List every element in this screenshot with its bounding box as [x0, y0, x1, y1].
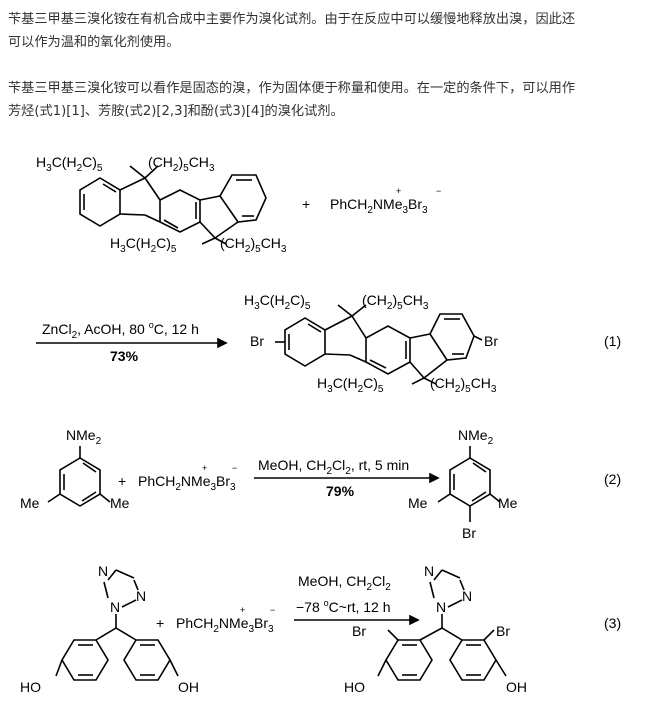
scheme-2: NMe2 Me Me + PhCH2NMe3Br3 + − MeOH, CH2C… [20, 427, 621, 541]
scheme3-reagent: PhCH2NMe3Br3 + − [176, 605, 275, 635]
product1-br-left: Br [250, 333, 264, 349]
reactant1-substituent-bottom-left: H3C(H2C)5 [110, 235, 177, 255]
scheme3-conditions-line1: MeOH, CH2Cl2 [298, 573, 391, 593]
eq-label-3: (3) [604, 615, 621, 631]
scheme-1: H3C(H2C)5 (CH2)5CH3 H3C(H2C)5 (CH2)5CH3 [36, 154, 621, 395]
scheme2-yield: 79% [326, 483, 355, 499]
product1-skeleton [275, 304, 483, 385]
product2-br: Br [462, 525, 476, 541]
scheme2-conditions: MeOH, CH2Cl2, rt, 5 min [258, 457, 409, 477]
product1-substituent-top-left: H3C(H2C)5 [244, 292, 311, 312]
intro-line-1: 苄基三甲基三溴化铵在有机合成中主要作为溴化试剂。由于在反应中可以缓慢地释放出溴，… [8, 12, 576, 27]
svg-text:+: + [240, 605, 245, 615]
intro-line-2: 可以作为温和的氧化剂使用。 [8, 35, 180, 50]
product3-oh: OH [506, 679, 527, 695]
eq-label-2: (2) [604, 471, 621, 487]
svg-text:N: N [436, 599, 446, 615]
product1-substituent-bottom-right: (CH2)5CH3 [430, 375, 497, 395]
svg-text:PhCH2NMe3Br3: PhCH2NMe3Br3 [176, 615, 274, 635]
svg-text:−: − [232, 463, 237, 473]
product3-br-right: Br [496, 623, 510, 639]
reactant1-substituent-top-left: H3C(H2C)5 [36, 154, 103, 174]
svg-text:N: N [136, 588, 146, 604]
reactant2-nme2: NMe2 [66, 427, 102, 447]
scheme1-yield: 73% [110, 348, 139, 364]
scheme2-arrow [254, 472, 440, 484]
svg-text:N: N [462, 588, 472, 604]
reactant3-ho: HO [20, 679, 41, 695]
scheme1-arrow [36, 337, 228, 349]
product3-br-left: Br [352, 623, 366, 639]
svg-text:+: + [202, 463, 207, 473]
reactant3-triazole: N N N [98, 563, 146, 628]
scheme3-plus: + [156, 615, 164, 631]
reactant1-skeleton [79, 165, 267, 245]
usage-paragraph: 苄基三甲基三溴化铵可以看作是固态的溴，作为固体便于称量和使用。在一定的条件下，可… [8, 77, 644, 123]
scheme1-conditions: ZnCl2, AcOH, 80 oC, 12 h [42, 320, 199, 341]
usage-line-1: 苄基三甲基三溴化铵可以看作是固态的溴，作为固体便于称量和使用。在一定的条件下，可… [8, 81, 576, 96]
product2-nme2: NMe2 [458, 427, 494, 447]
svg-text:N: N [424, 563, 434, 579]
scheme1-reagent: PhCH2NMe3Br3 + − [330, 186, 441, 216]
svg-text:PhCH2NMe3Br3: PhCH2NMe3Br3 [138, 473, 236, 493]
reactant1-substituent-bottom-right: (CH2)5CH3 [220, 235, 287, 255]
reactant3-skeleton [55, 627, 179, 681]
product3-triazole: N N N [424, 563, 472, 628]
scheme1-plus: + [302, 196, 310, 212]
scheme2-reagent: PhCH2NMe3Br3 + − [138, 463, 237, 493]
product3-skeleton [377, 627, 507, 681]
product3-ho: HO [344, 679, 365, 695]
reactant3-oh: OH [178, 679, 199, 695]
product1-substituent-bottom-left: H3C(H2C)5 [317, 375, 384, 395]
svg-text:PhCH2NMe3Br3: PhCH2NMe3Br3 [330, 196, 428, 216]
product2-me-left: Me [408, 495, 428, 511]
svg-text:N: N [98, 563, 108, 579]
svg-text:−: − [270, 605, 275, 615]
reactant1-substituent-top-right: (CH2)5CH3 [148, 154, 215, 174]
scheme3-arrow [294, 614, 420, 626]
product2-me-right: Me [498, 495, 518, 511]
svg-text:N: N [110, 599, 120, 615]
product2-ring [437, 446, 501, 522]
svg-text:+: + [396, 186, 401, 196]
reactant2-me-right: Me [110, 495, 130, 511]
reactant2-ring [47, 446, 111, 507]
svg-text:−: − [436, 186, 441, 196]
product1-br-right: Br [484, 333, 498, 349]
product1-substituent-top-right: (CH2)5CH3 [362, 292, 429, 312]
scheme3-conditions-line2: −78 oC~rt, 12 h [296, 598, 391, 615]
usage-line-2: 芳烃(式1)[1]、芳胺(式2)[2,3]和酚(式3)[4]的溴化试剂。 [8, 104, 344, 119]
scheme2-plus: + [118, 473, 126, 489]
intro-paragraph: 苄基三甲基三溴化铵在有机合成中主要作为溴化试剂。由于在反应中可以缓慢地释放出溴，… [8, 8, 644, 54]
eq-label-1: (1) [604, 333, 621, 349]
scheme-3: N N N HO OH + PhCH2NMe3 [20, 563, 621, 695]
reactant2-me-left: Me [20, 495, 40, 511]
